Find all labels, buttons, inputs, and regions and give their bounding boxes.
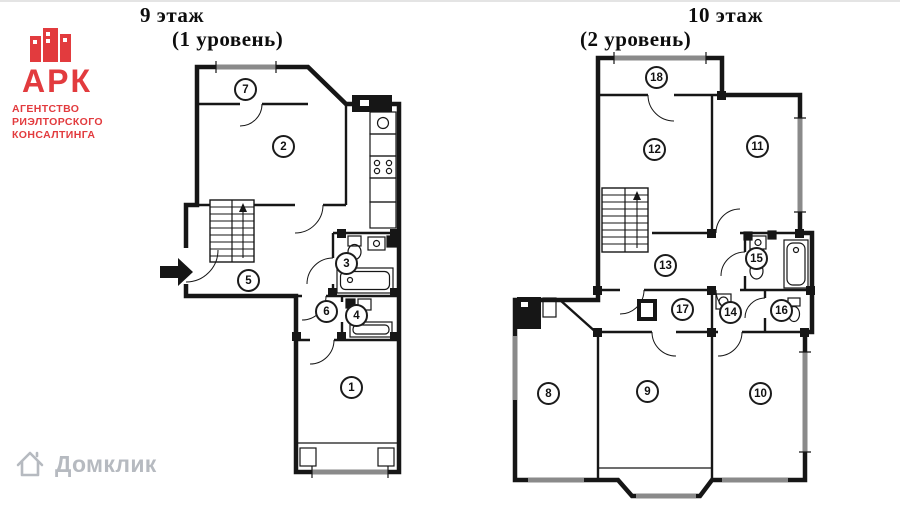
plan9-stairs-icon — [209, 199, 255, 263]
room-label: 12 — [643, 138, 666, 161]
plan9-title: 9 этаж — [140, 3, 205, 27]
room-label: 9 — [636, 380, 659, 403]
entrance-arrow-icon — [160, 258, 193, 286]
plan10-doorway-block-inner — [641, 303, 653, 317]
plan9-kitchen-units-icon — [369, 111, 397, 229]
plan10-interior-walls — [559, 93, 812, 480]
room-label: 15 — [745, 247, 768, 270]
room-label: 10 — [749, 382, 772, 405]
plan9-bathroom-fixtures-icon — [336, 235, 399, 338]
agency-logo-line: АГЕНТСТВО — [12, 103, 80, 115]
plan10-shaft — [517, 297, 541, 329]
room-label: 1 — [340, 376, 363, 399]
room-label: 8 — [537, 382, 560, 405]
agency-logo-buildings-icon: АРК — [22, 28, 92, 99]
room-label: 13 — [654, 254, 677, 277]
room-label: 6 — [315, 300, 338, 323]
plan10-stairs-icon — [601, 187, 649, 253]
room-label: 2 — [272, 135, 295, 158]
plan10-shaft-slit — [521, 302, 528, 307]
plan9-shaft-slit — [360, 100, 369, 106]
plan10-subtitle: (2 уровень) — [580, 27, 692, 51]
agency-logo-line: КОНСАЛТИНГА — [12, 129, 96, 141]
room-label: 18 — [645, 66, 668, 89]
agency-logo-acronym: АРК — [22, 63, 92, 98]
watermark-label: Домклик — [55, 450, 157, 477]
plan9-windows — [215, 61, 389, 478]
plan10-windows — [513, 52, 811, 498]
plan10-junction-fills — [593, 91, 815, 337]
room-label: 5 — [237, 269, 260, 292]
plan10-title: 10 этаж — [688, 3, 764, 27]
plan9-outer-walls — [183, 64, 402, 475]
domclick-watermark: Домклик — [14, 448, 157, 480]
plan10-door-arcs — [619, 94, 766, 357]
plan9-balcony-piers — [299, 447, 395, 467]
plan10-closet — [542, 297, 557, 318]
agency-logo-text: АГЕНТСТВО РИЭЛТОРСКОГО КОНСАЛТИНГА — [12, 103, 142, 142]
plan10-outer-walls — [512, 55, 815, 499]
room-label: 16 — [770, 299, 793, 322]
room-label: 7 — [234, 78, 257, 101]
room-label: 4 — [345, 304, 368, 327]
house-icon — [16, 451, 44, 477]
agency-logo-line: РИЭЛТОРСКОГО — [12, 116, 103, 128]
plan9-shaft — [352, 95, 392, 112]
room-label: 17 — [671, 298, 694, 321]
room-label: 3 — [335, 252, 358, 275]
room-label: 14 — [719, 301, 742, 324]
scan-artifact-line — [0, 0, 900, 2]
plan9-subtitle: (1 уровень) — [172, 27, 284, 51]
plan9-junction-fills — [292, 229, 399, 341]
plan9-door-arcs — [185, 103, 335, 365]
room-label: 11 — [746, 135, 769, 158]
agency-logo: АРК АГЕНТСТВО РИЭЛТОРСКОГО КОНСАЛТИНГА — [12, 26, 142, 142]
